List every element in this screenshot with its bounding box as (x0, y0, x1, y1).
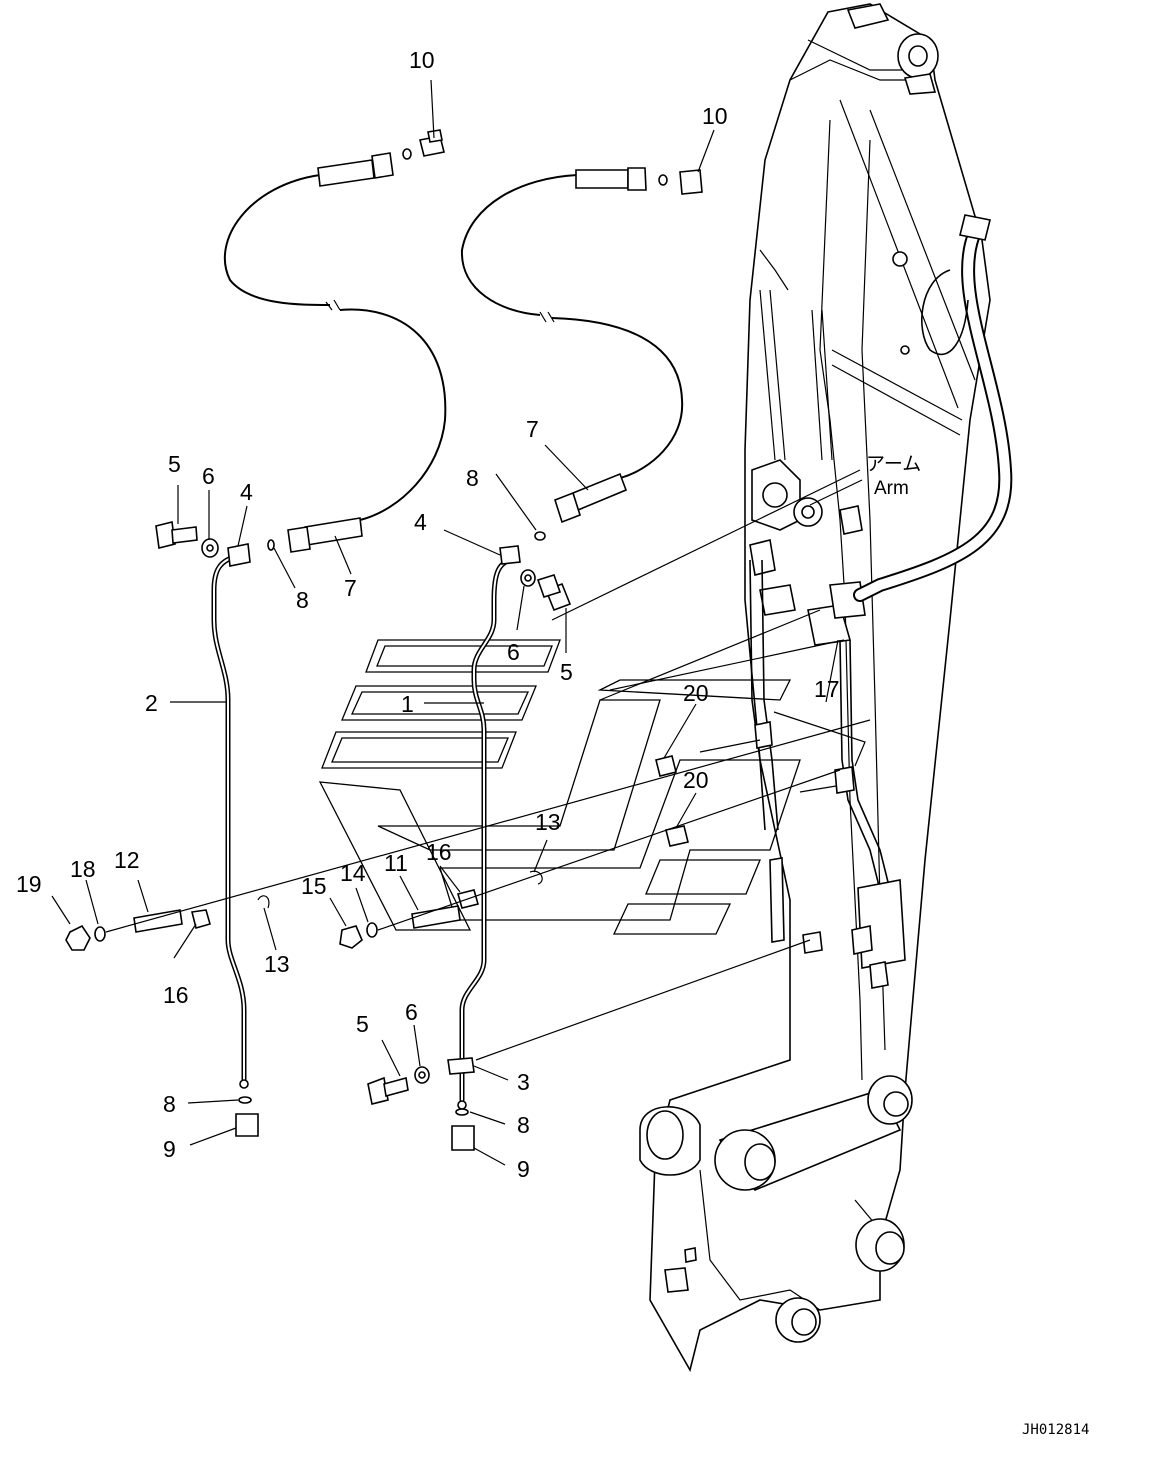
excavator-arm (639, 3, 1013, 1373)
callout-1: 1 (401, 691, 414, 717)
callout-15: 15 (301, 873, 327, 899)
callout-20: 20 (683, 767, 709, 793)
callout-7: 7 (344, 575, 357, 601)
callout-2: 2 (145, 690, 158, 716)
callout-5: 5 (168, 451, 181, 477)
callout-4: 4 (240, 479, 253, 505)
tube-2 (211, 543, 251, 1089)
callout-11: 11 (384, 850, 408, 876)
callout-18: 18 (70, 856, 96, 882)
callout-8: 8 (517, 1112, 530, 1138)
hose-assembly-right (460, 167, 703, 524)
callout-5: 5 (356, 1011, 369, 1037)
callout-16: 16 (426, 839, 452, 865)
callout-19: 19 (16, 871, 42, 897)
callout-7: 7 (526, 416, 539, 442)
assembly-lines (105, 469, 871, 1061)
callout-20: 20 (683, 680, 709, 706)
callout-10: 10 (702, 103, 728, 129)
callout-9: 9 (163, 1136, 176, 1162)
callout-6: 6 (405, 999, 418, 1025)
callout-8: 8 (466, 465, 479, 491)
callout-10: 10 (409, 47, 435, 73)
callout-12: 12 (114, 847, 140, 873)
hose-assembly-left (224, 129, 447, 553)
callout-13: 13 (535, 809, 561, 835)
callout-8: 8 (296, 587, 309, 613)
small-parts (65, 521, 689, 1151)
tube-1 (457, 545, 521, 1110)
callout-14: 14 (340, 860, 366, 886)
drawing-code: JH012814 (1022, 1422, 1089, 1438)
callout-16: 16 (163, 982, 189, 1008)
callout-8: 8 (163, 1091, 176, 1117)
callout-5: 5 (560, 659, 573, 685)
leader-lines (51, 79, 863, 1166)
arm-label-jp: アーム (866, 454, 921, 475)
callout-4: 4 (414, 509, 427, 535)
callout-9: 9 (517, 1156, 530, 1182)
callout-17: 17 (814, 676, 840, 702)
callout-6: 6 (507, 639, 520, 665)
callout-13: 13 (264, 951, 290, 977)
callout-3: 3 (517, 1069, 530, 1095)
arm-label-en: Arm (874, 478, 909, 499)
callout-6: 6 (202, 463, 215, 489)
callout-labels: 10 10 7 7 8 8 5 6 4 4 6 5 2 1 20 17 20 1… (16, 47, 1089, 1438)
